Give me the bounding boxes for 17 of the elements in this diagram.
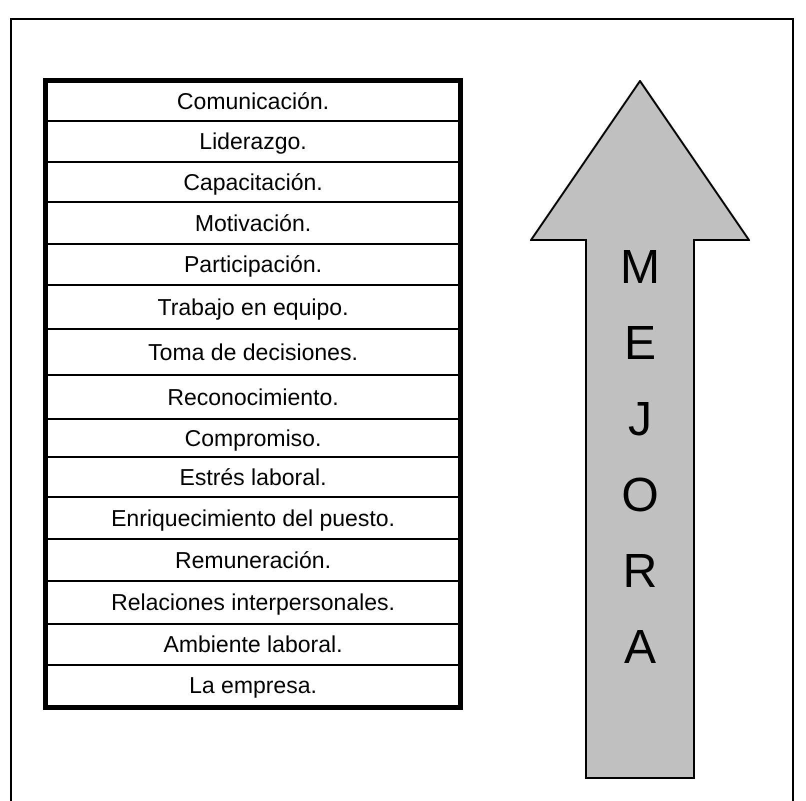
- arrow-label: MEJORA: [620, 240, 660, 676]
- factor-row: Liderazgo.: [48, 122, 458, 163]
- factor-row: Capacitación.: [48, 163, 458, 203]
- factor-row: Enriquecimiento del puesto.: [48, 498, 458, 540]
- factor-row: Compromiso.: [48, 420, 458, 458]
- factor-row: Reconocimiento.: [48, 376, 458, 420]
- factor-row: Toma de decisiones.: [48, 330, 458, 376]
- factor-row: Comunicación.: [48, 83, 458, 122]
- factor-row: Participación.: [48, 245, 458, 286]
- factor-row: Trabajo en equipo.: [48, 286, 458, 330]
- factor-row: Remuneración.: [48, 540, 458, 582]
- factor-row: Relaciones interpersonales.: [48, 582, 458, 625]
- up-arrow: [530, 80, 750, 780]
- factor-row: Estrés laboral.: [48, 458, 458, 498]
- factor-row: La empresa.: [48, 666, 458, 705]
- factor-row: Ambiente laboral.: [48, 625, 458, 666]
- factor-row: Motivación.: [48, 203, 458, 245]
